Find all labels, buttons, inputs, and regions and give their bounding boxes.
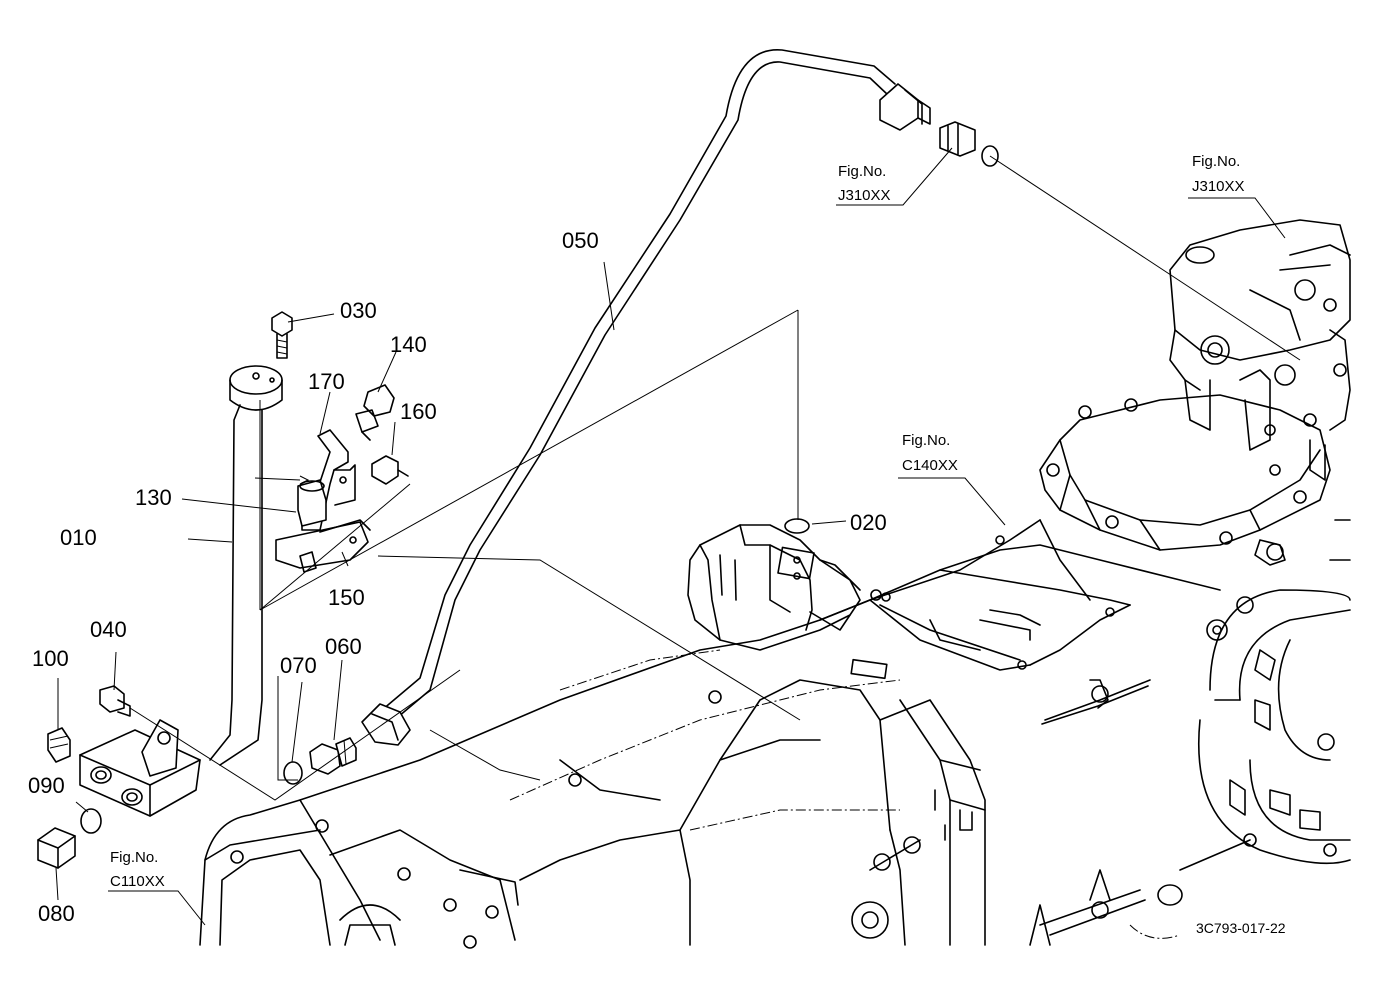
label-030: 030 xyxy=(340,298,377,323)
figure-references: Fig.No. J310XX Fig.No. J310XX Fig.No. C1… xyxy=(110,153,1245,890)
label-090: 090 xyxy=(28,773,65,798)
part-020-o-ring xyxy=(784,518,810,534)
fig-ref-c-line2: C140XX xyxy=(902,457,958,474)
label-150: 150 xyxy=(328,585,365,610)
leader-lines xyxy=(55,147,1301,926)
part-010-pipe xyxy=(209,365,283,766)
fig-ref-b-line1: Fig.No. xyxy=(1192,153,1240,170)
label-050: 050 xyxy=(562,228,599,253)
fig-ref-d-line2: C110XX xyxy=(110,873,165,890)
part-labels: 010 020 030 040 050 060 070 080 090 100 … xyxy=(28,228,887,926)
hydraulic-pump xyxy=(687,524,861,651)
part-030-bolt xyxy=(271,311,293,359)
transmission-housing xyxy=(199,519,1091,949)
label-160: 160 xyxy=(400,399,437,424)
label-070: 070 xyxy=(280,653,317,678)
distribution-block xyxy=(79,719,201,817)
drawing-code: 3C793-017-22 xyxy=(1196,920,1286,936)
part-040-adapter xyxy=(99,685,131,717)
label-020: 020 xyxy=(850,510,887,535)
label-170: 170 xyxy=(308,369,345,394)
label-060: 060 xyxy=(325,634,362,659)
part-080-plug xyxy=(37,827,76,869)
lift-cover xyxy=(1039,219,1351,566)
fig-ref-c-line1: Fig.No. xyxy=(902,432,950,449)
part-090-o-ring xyxy=(80,808,102,834)
fig-ref-b-line2: J310XX xyxy=(1192,178,1245,195)
label-130: 130 xyxy=(135,485,172,510)
fig-ref-a-line1: Fig.No. xyxy=(838,163,886,180)
part-050-delivery-pipe xyxy=(361,49,999,746)
part-060-union xyxy=(309,737,357,775)
label-140: 140 xyxy=(390,332,427,357)
rear-axle-housing xyxy=(1029,519,1351,946)
fig-ref-d-line1: Fig.No. xyxy=(110,849,158,866)
fig-ref-a-line2: J310XX xyxy=(838,187,891,204)
label-040: 040 xyxy=(90,617,127,642)
part-100-plug xyxy=(47,727,71,763)
bracket-assembly xyxy=(254,384,409,573)
label-010: 010 xyxy=(60,525,97,550)
label-100: 100 xyxy=(32,646,69,671)
label-080: 080 xyxy=(38,901,75,926)
hitch-plate xyxy=(819,535,1221,680)
part-070-o-ring xyxy=(283,761,303,785)
